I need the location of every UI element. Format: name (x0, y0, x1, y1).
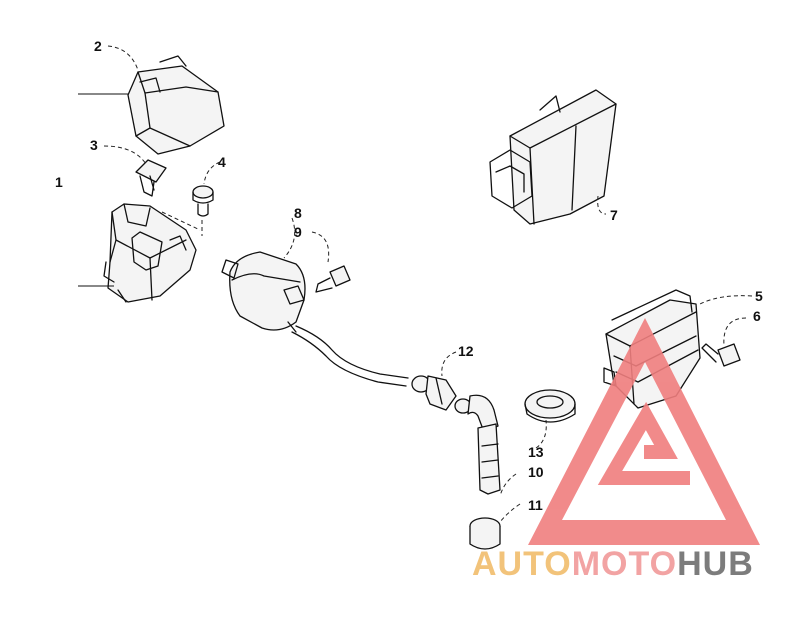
leader-12 (441, 351, 457, 377)
callout-6: 6 (753, 308, 761, 324)
watermark-g-mark-icon (597, 401, 690, 485)
bolt-part-6 (701, 343, 741, 367)
leader-6 (723, 317, 747, 347)
callout-7: 7 (610, 207, 618, 223)
callout-11: 11 (528, 497, 543, 513)
leader-9 (311, 231, 330, 263)
leader-5 (699, 295, 753, 305)
leader-11 (499, 503, 521, 523)
plug-cap-part (411, 375, 457, 411)
relay-cover-part (127, 55, 225, 155)
watermark-moto: MOTO (572, 545, 677, 583)
fuse-part (135, 159, 167, 197)
spark-plug-boot-part (454, 394, 501, 495)
callout-10: 10 (528, 464, 544, 480)
watermark-text: AUTOMOTOHUB (472, 545, 754, 583)
callout-2: 2 (94, 38, 102, 54)
grommet-part (524, 389, 576, 423)
leader-13 (535, 419, 547, 449)
callout-9: 9 (294, 224, 302, 240)
terminal-cap-part (469, 517, 501, 550)
leader-8 (283, 217, 296, 259)
watermark-hub: HUB (677, 545, 754, 583)
leader-1c (161, 211, 201, 231)
watermark-auto: AUTO (472, 545, 572, 583)
leader-10 (499, 473, 517, 497)
callout-12: 12 (458, 343, 474, 359)
callout-1: 1 (55, 174, 63, 190)
leader-3 (103, 145, 147, 165)
bolt-part-9 (315, 265, 351, 293)
watermark-triangle-icon (528, 318, 760, 545)
callout-3: 3 (90, 137, 98, 153)
cdi-module-part (489, 89, 617, 225)
screw-part-4 (192, 185, 214, 217)
leader-2 (107, 45, 139, 71)
ignition-coil-part (221, 251, 306, 333)
relay-block-part (103, 203, 197, 303)
hv-cable-lower (291, 331, 407, 387)
callout-8: 8 (294, 205, 302, 221)
callout-4: 4 (218, 154, 226, 170)
hv-cable-upper (295, 325, 409, 379)
callout-13: 13 (528, 444, 544, 460)
leader-7 (597, 195, 607, 215)
callout-5: 5 (755, 288, 763, 304)
leader-4 (203, 161, 221, 185)
watermark-logo (528, 318, 760, 545)
